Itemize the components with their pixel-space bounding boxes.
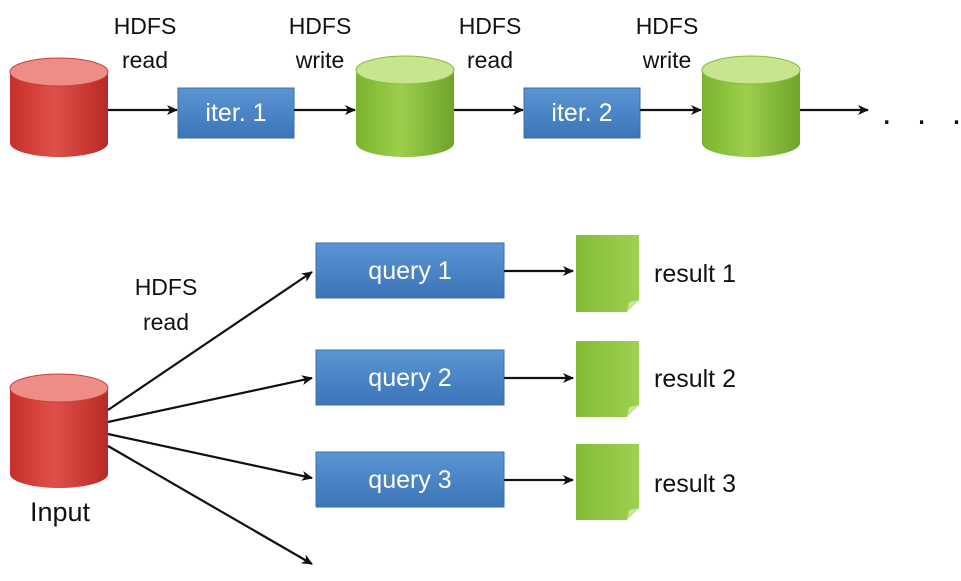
label-hdfs-read-queries: HDFS read <box>135 274 198 335</box>
label-hdfs-read-1: HDFS read <box>114 13 177 73</box>
input-label: Input <box>30 497 91 527</box>
svg-text:write: write <box>295 47 345 73</box>
arrow-to-more-queries <box>107 445 313 565</box>
arrow-to-query-1 <box>107 271 313 411</box>
iteration-1-box: iter. 1 <box>177 87 295 139</box>
label-hdfs-write-1: HDFS write <box>289 13 352 73</box>
result-2-label: result 2 <box>654 365 736 393</box>
svg-text:read: read <box>122 47 168 73</box>
input-storage-cylinder <box>9 373 109 488</box>
arrow-to-query-3 <box>107 432 313 481</box>
svg-text:HDFS: HDFS <box>135 274 198 300</box>
source-storage-cylinder <box>9 57 109 157</box>
svg-text:HDFS: HDFS <box>289 13 352 39</box>
label-hdfs-write-2: HDFS write <box>636 13 699 73</box>
result-1-document-icon <box>576 235 639 312</box>
svg-text:HDFS: HDFS <box>459 13 522 39</box>
iteration-2-label: iter. 2 <box>551 99 612 127</box>
iteration-1-label: iter. 1 <box>205 99 266 127</box>
result-3-document-icon <box>576 444 639 520</box>
intermediate-storage-cylinder-1 <box>355 55 455 157</box>
svg-text:read: read <box>467 47 513 73</box>
result-2-document-icon <box>576 341 639 417</box>
svg-text:HDFS: HDFS <box>114 13 177 39</box>
query-1-box: query 1 <box>315 242 505 299</box>
query-1-label: query 1 <box>368 257 451 285</box>
result-1-label: result 1 <box>654 260 736 288</box>
intermediate-storage-cylinder-2 <box>701 55 801 157</box>
result-3-label: result 3 <box>654 470 736 498</box>
query-3-box: query 3 <box>315 451 505 508</box>
arrow-to-query-2 <box>107 375 313 424</box>
query-2-box: query 2 <box>315 349 505 406</box>
query-3-label: query 3 <box>368 466 451 494</box>
continuation-dots: . . . <box>882 94 961 132</box>
iteration-2-box: iter. 2 <box>523 87 641 139</box>
svg-text:read: read <box>143 309 189 335</box>
label-hdfs-read-2: HDFS read <box>459 13 522 73</box>
svg-text:write: write <box>642 47 692 73</box>
svg-text:HDFS: HDFS <box>636 13 699 39</box>
query-2-label: query 2 <box>368 364 451 392</box>
